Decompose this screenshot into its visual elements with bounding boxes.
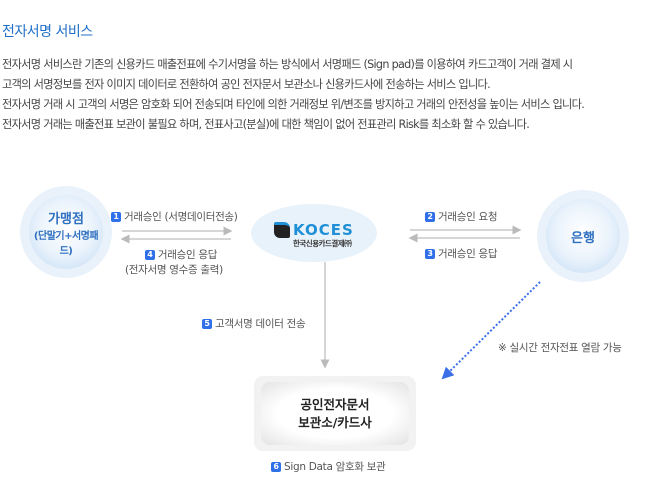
description-line: 고객의 서명정보를 전자 이미지 데이터로 전환하여 공인 전자문서 보관소나 … (2, 78, 491, 91)
merchant-sublabel: (단말기+서명패드) (33, 230, 99, 257)
merchant-label: 가맹점 (48, 211, 84, 227)
bank-label: 은행 (571, 230, 595, 246)
description: 전자서명 서비스란 기존의 신용카드 매출전표에 수기서명을 하는 방식에서 서… (2, 55, 650, 135)
step-badge: 1 (111, 212, 121, 222)
merchant-node: 가맹점 (단말기+서명패드) (20, 186, 112, 278)
koces-logo: KOCES (274, 221, 354, 239)
koces-node: KOCES 한국신용카드결제㈜ (251, 204, 377, 262)
step-badge: 6 (271, 462, 281, 472)
description-line: 전자서명 서비스란 기존의 신용카드 매출전표에 수기서명을 하는 방식에서 서… (2, 58, 573, 71)
archive-label: 공인전자문서 (300, 396, 370, 412)
step-badge: 4 (144, 250, 155, 260)
step-badge: 3 (425, 249, 435, 259)
page-title: 전자서명 서비스 (2, 24, 93, 40)
bank-node: 은행 (537, 190, 629, 282)
step-badge: 5 (202, 319, 212, 329)
step-badge: 2 (425, 212, 435, 222)
koces-logo-icon (274, 222, 290, 238)
description-line: 전자서명 거래는 매출전표 보관이 불필요 하며, 전표사고(분실)에 대한 책… (2, 118, 530, 131)
archive-sublabel: 보관소/카드사 (298, 414, 372, 430)
realtime-note: ※ 실시간 전자전표 열람 가능 (498, 342, 622, 354)
description-line: 전자서명 거래 시 고객의 서명은 암호화 되어 전송되며 타인에 의한 거래정… (2, 98, 585, 111)
arrow-bank-to-archive-dotted (441, 281, 541, 380)
koces-subtitle: 한국신용카드결제㈜ (293, 239, 352, 248)
